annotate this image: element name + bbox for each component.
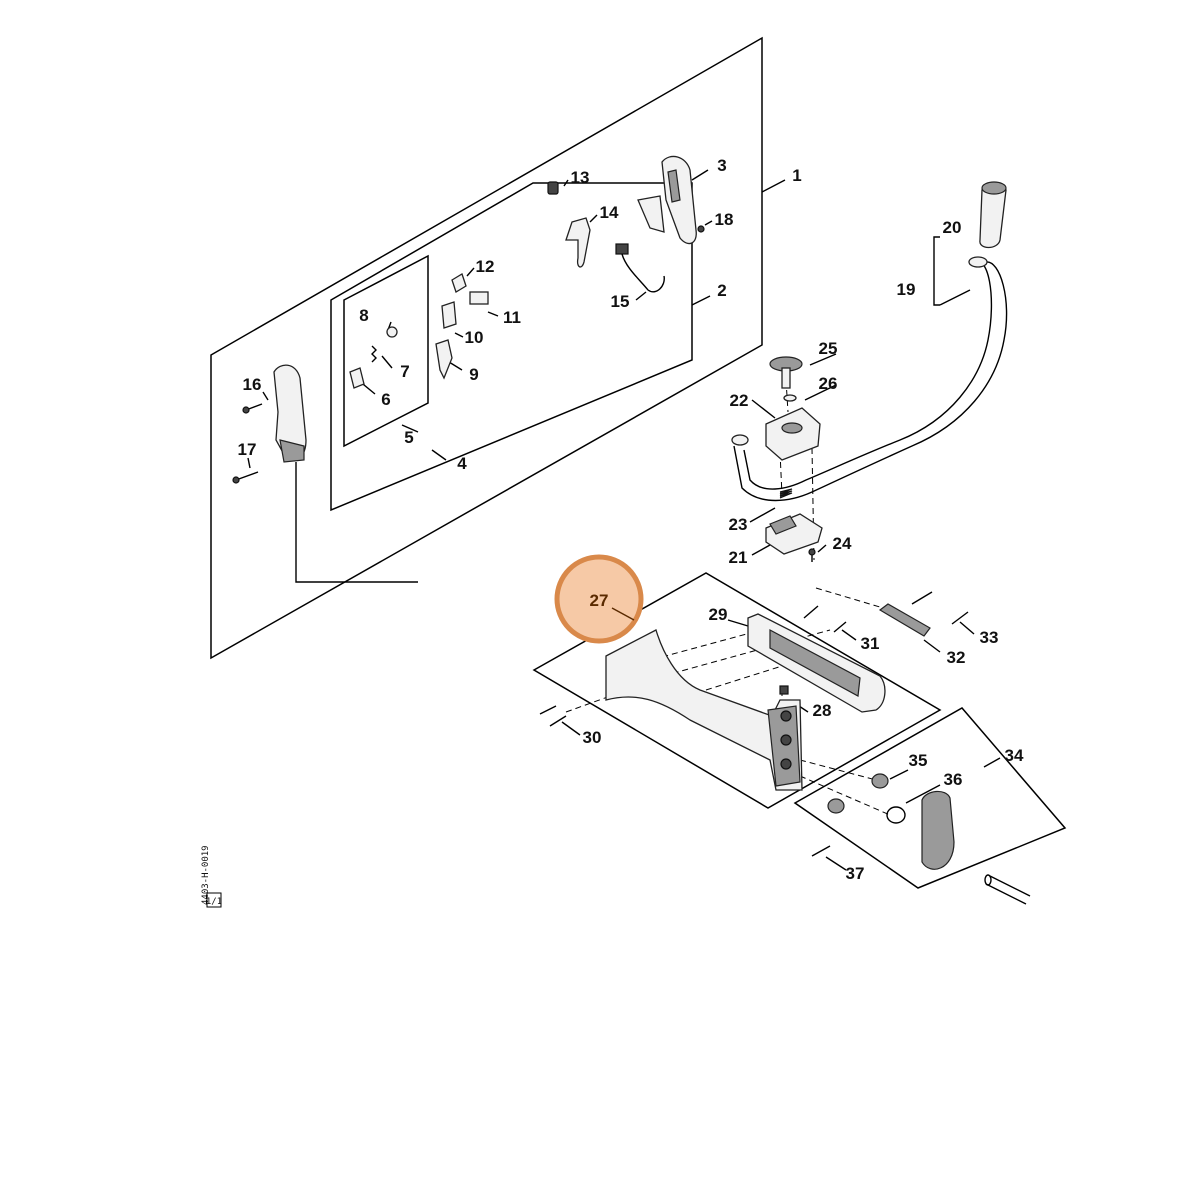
part-22-clamp	[765, 407, 821, 461]
handle-link-line	[295, 462, 418, 583]
part-8-spring	[386, 326, 398, 338]
part-32-plate	[878, 603, 931, 637]
part-labels: 1 2 3 4 5 6 7 8 9 10 11 12 13 14 15 16 1…	[238, 156, 1024, 883]
part-29-grip-cover	[747, 613, 886, 713]
leader-lines	[247, 169, 1001, 871]
part-label-4: 4	[457, 454, 467, 473]
part-label-12: 12	[476, 257, 495, 276]
part-3-handle-housing	[661, 155, 697, 245]
part-label-9: 9	[469, 365, 478, 384]
part-label-14: 14	[600, 203, 619, 222]
assembly-frame-34	[793, 707, 1067, 889]
part-30-screw	[539, 705, 567, 727]
part-label-13: 13	[571, 168, 590, 187]
part-label-29: 29	[709, 605, 728, 624]
assembly-frame-1	[210, 36, 763, 660]
part-label-32: 32	[947, 648, 966, 667]
part-15-switch	[615, 195, 665, 293]
part-25-knob	[769, 356, 803, 389]
part-34-end-cap	[921, 790, 955, 870]
part-label-5: 5	[404, 428, 413, 447]
part-31-screw	[803, 605, 847, 633]
part-9-lever	[435, 339, 453, 380]
part-33-screw	[911, 591, 969, 625]
assembly-frame-5	[343, 254, 429, 448]
part-label-34: 34	[1005, 746, 1024, 765]
part-label-1: 1	[792, 166, 801, 185]
part-19-loop-handle	[731, 256, 1008, 502]
part-11-catch	[469, 291, 489, 305]
part-label-19: 19	[897, 280, 916, 299]
part-24-screw	[808, 548, 816, 562]
part-28-screw	[779, 685, 789, 695]
reference-code-text: 4403-H-0019	[201, 845, 211, 905]
part-label-16: 16	[243, 375, 262, 394]
reference-badge: 1/1	[206, 892, 222, 908]
part-16-screw	[242, 403, 263, 414]
part-label-17: 17	[238, 440, 257, 459]
part-18-screw	[697, 225, 705, 233]
part-20-grip	[979, 181, 1007, 249]
part-label-6: 6	[381, 390, 390, 409]
part-label-15: 15	[611, 292, 630, 311]
part-14-trigger	[565, 217, 591, 268]
reference-code: 4403-H-0019	[201, 845, 211, 905]
part-label-27: 27	[590, 591, 609, 610]
part-label-8: 8	[359, 306, 368, 325]
part-label-18: 18	[715, 210, 734, 229]
part-label-20: 20	[943, 218, 962, 237]
part-label-7: 7	[400, 362, 409, 381]
part-label-25: 25	[819, 339, 838, 358]
part-label-23: 23	[729, 515, 748, 534]
part-7-spring	[371, 345, 377, 363]
assembly-frame-27	[532, 572, 942, 809]
part-21-clamp-base	[765, 513, 823, 555]
part-label-37: 37	[846, 864, 865, 883]
part-label-33: 33	[980, 628, 999, 647]
part-label-21: 21	[729, 548, 748, 567]
part-label-24: 24	[833, 534, 852, 553]
part-label-28: 28	[813, 701, 832, 720]
part-label-36: 36	[944, 770, 963, 789]
part-label-30: 30	[583, 728, 602, 747]
part-label-31: 31	[861, 634, 880, 653]
part-10-lock	[441, 301, 457, 329]
part-36-clamp	[886, 806, 906, 824]
part-6-spring	[349, 367, 365, 389]
part-27-main-handle	[605, 629, 803, 791]
part-16-handle-shell	[273, 364, 307, 463]
highlight-marker[interactable]	[554, 554, 644, 644]
part-label-11: 11	[503, 308, 521, 327]
part-35-bushing	[827, 773, 889, 814]
reference-badge-text: 1/1	[206, 897, 222, 907]
part-17-screw	[232, 471, 259, 484]
part-label-35: 35	[909, 751, 928, 770]
shaft-tube-stub	[984, 874, 1031, 905]
part-12-lever	[451, 273, 467, 293]
part-label-2: 2	[717, 281, 726, 300]
part-37-screw	[811, 845, 831, 857]
part-label-22: 22	[730, 391, 749, 410]
part-label-26: 26	[819, 374, 838, 393]
assembly-frame-4	[330, 182, 693, 512]
part-26-washer	[783, 394, 797, 402]
part-label-10: 10	[465, 328, 484, 347]
part-23-spring	[779, 488, 793, 499]
part-13-clip	[547, 181, 559, 195]
part-label-3: 3	[717, 156, 726, 175]
